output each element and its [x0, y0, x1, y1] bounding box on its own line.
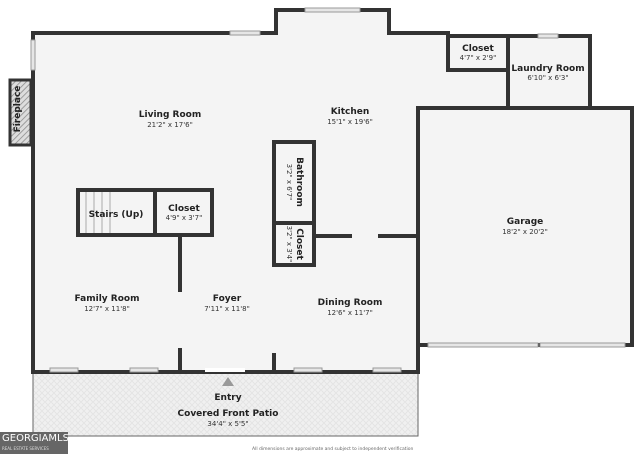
- closet-small-label: Closet: [294, 228, 304, 260]
- patio-label: Covered Front Patio: [178, 409, 279, 419]
- living-room-label: Living Room: [139, 110, 201, 120]
- foyer-label: Foyer: [213, 294, 242, 304]
- family-room-dim: 12'7" x 11'8": [84, 305, 130, 313]
- stair-treads: [85, 192, 111, 233]
- patio-dim: 34'4" x 5'5": [207, 420, 248, 428]
- main-floor: [33, 10, 448, 372]
- family-room-label: Family Room: [75, 294, 140, 304]
- fireplace-label: Fireplace: [13, 86, 23, 133]
- garage-dim: 18'2" x 20'2": [502, 228, 548, 236]
- walls: [31, 8, 634, 374]
- georgia-mls-logo: GEORGIAMLS REAL ESTATE SERVICES: [0, 432, 69, 454]
- closet-top-label: Closet: [462, 44, 494, 54]
- bathroom-dim: 3'2" x 6'7": [285, 164, 293, 201]
- logo-sub-text: REAL ESTATE SERVICES: [2, 446, 49, 451]
- stairs-label: Stairs (Up): [89, 210, 144, 220]
- closet-top-dim: 4'7" x 2'9": [460, 54, 497, 62]
- closet-stairs-dim: 4'9" x 3'7": [166, 214, 203, 222]
- disclaimer: All dimensions are approximate and subje…: [252, 447, 414, 452]
- kitchen-dim: 15'1" x 19'6": [327, 118, 373, 126]
- logo-main-text: GEORGIAMLS: [2, 433, 69, 444]
- windows: [30, 7, 626, 373]
- entry-label: Entry: [214, 393, 241, 403]
- closet-small-dim: 3'2" x 3'4": [285, 226, 293, 263]
- living-room-dim: 21'2" x 17'6": [147, 121, 193, 129]
- garage-floor: [418, 108, 632, 345]
- laundry-label: Laundry Room: [511, 64, 584, 74]
- foyer-dim: 7'11" x 11'8": [204, 305, 250, 313]
- dining-room-dim: 12'6" x 11'7": [327, 309, 373, 317]
- entry-arrow-icon: [222, 377, 234, 386]
- closet-stairs-label: Closet: [168, 204, 200, 214]
- garage-label: Garage: [507, 217, 544, 227]
- dining-room-label: Dining Room: [318, 298, 383, 308]
- bathroom-label: Bathroom: [294, 157, 304, 207]
- laundry-dim: 6'10" x 6'3": [527, 74, 568, 82]
- kitchen-label: Kitchen: [331, 107, 370, 117]
